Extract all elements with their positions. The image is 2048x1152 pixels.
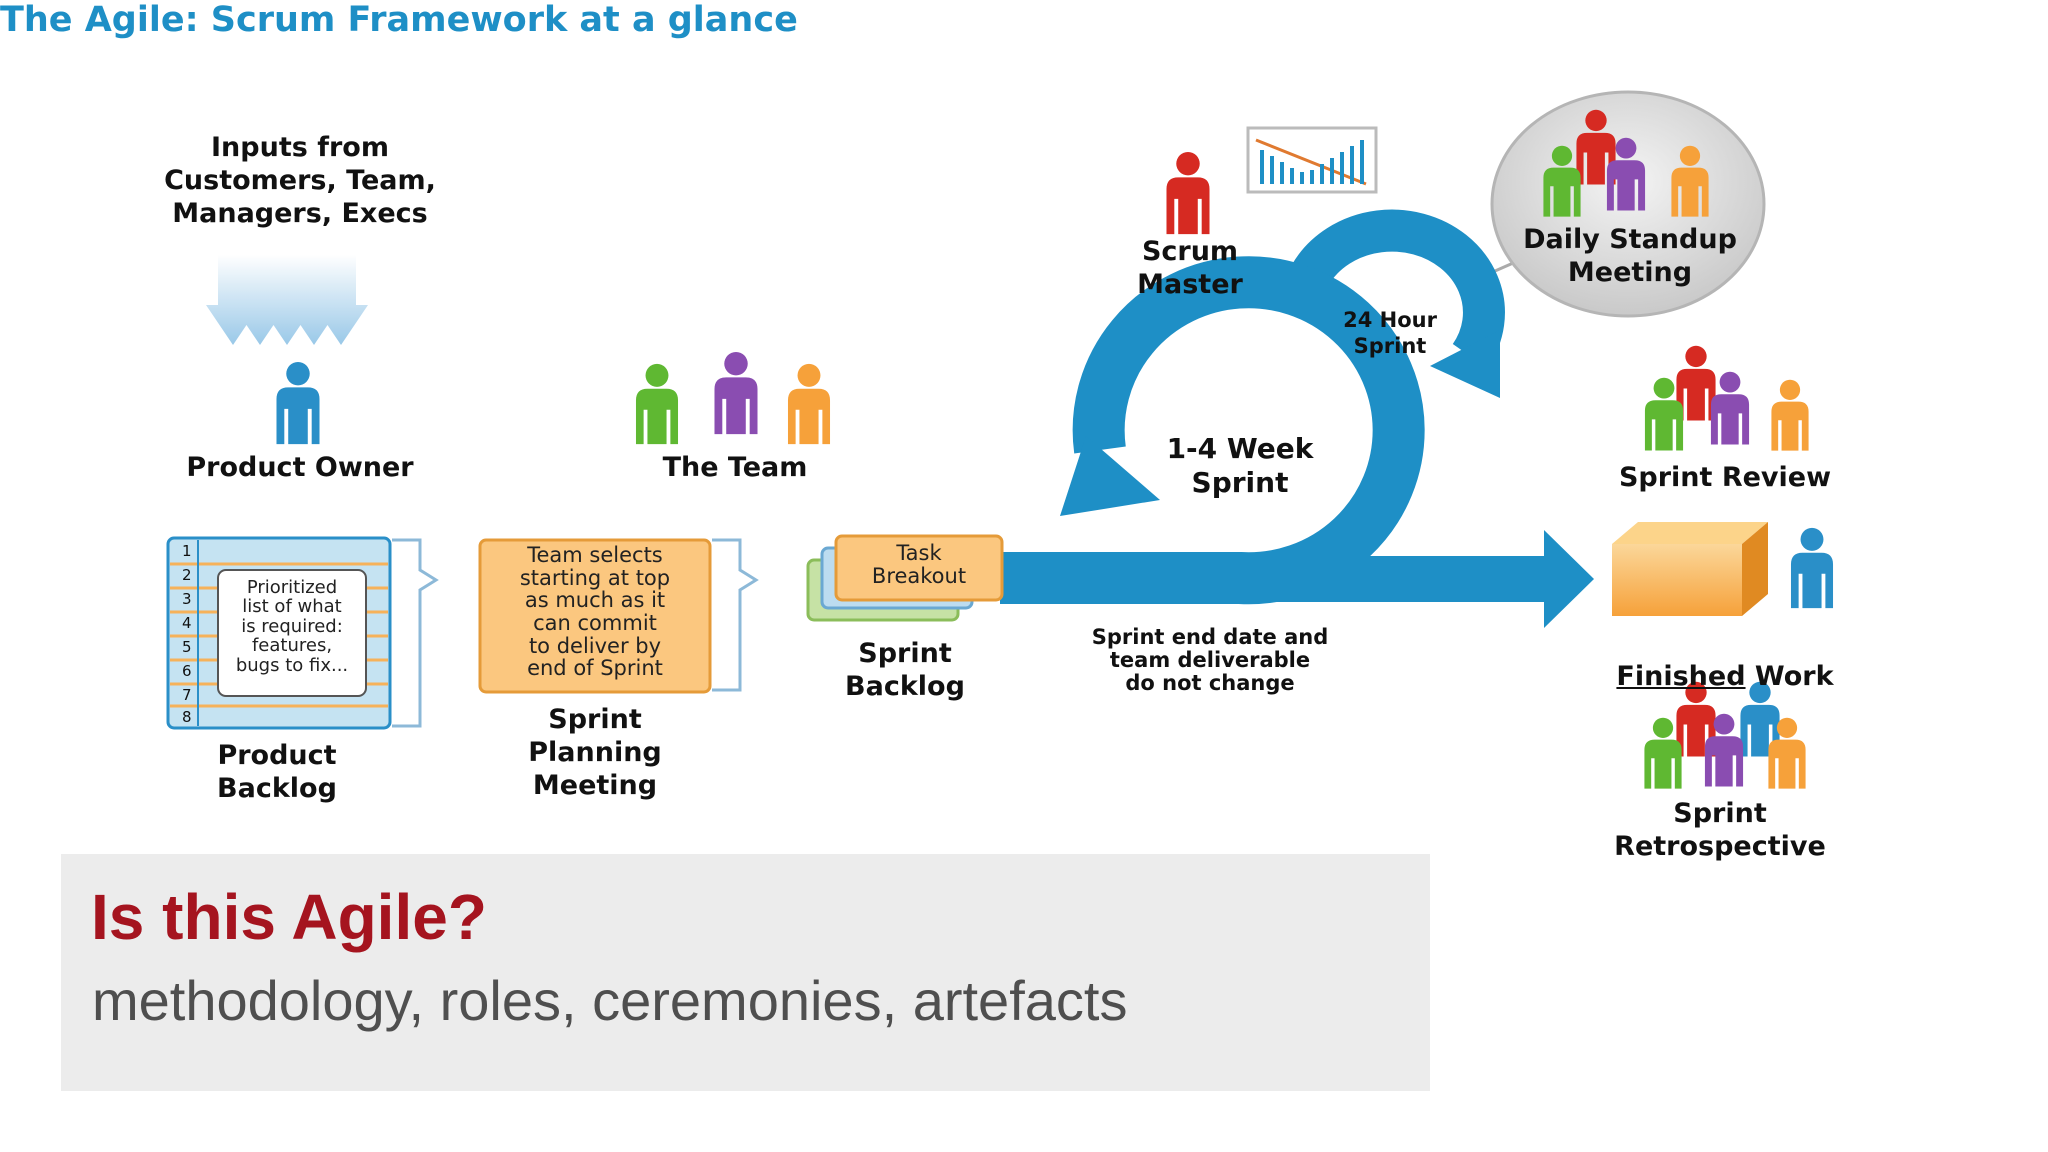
sprint-planning-note: Team selects starting at top as much as …	[519, 543, 671, 681]
backlog-row-number: 4	[182, 614, 192, 632]
1-4-week-sprint-label: 1-4 Week Sprint	[1166, 432, 1314, 500]
sprint-review-label: Sprint Review	[1618, 462, 1832, 493]
input-arrows-icon	[206, 255, 368, 345]
slide-subtitle: methodology, roles, ceremonies, artefact…	[92, 969, 1128, 1032]
slide-question: Is this Agile?	[91, 881, 487, 953]
finished-work-label: Finished Work	[1590, 628, 1860, 694]
product-backlog-list	[166, 536, 439, 730]
diagram-title: The Agile: Scrum Framework at a glance	[0, 0, 798, 40]
sprint-flow-arrow	[1000, 256, 1594, 628]
inputs-label: Inputs from Customers, Team, Managers, E…	[164, 132, 436, 229]
backlog-row-number: 6	[182, 662, 192, 680]
daily-standup-label: Daily Standup Meeting	[1523, 224, 1737, 288]
the-team-label: The Team	[662, 452, 808, 483]
product-owner-icon	[276, 361, 320, 445]
backlog-row-number: 2	[182, 566, 192, 584]
24-hour-loop-arrow	[1279, 209, 1505, 398]
sprint-review-team-icon	[1644, 345, 1809, 451]
product-owner-label: Product Owner	[186, 452, 414, 483]
scrum-master-label: Scrum Master	[1137, 236, 1243, 300]
backlog-row-number: 3	[182, 590, 192, 608]
backlog-note: Prioritized list of what is required: fe…	[235, 577, 349, 676]
product-backlog-label: Product Backlog	[217, 740, 337, 804]
scrum-master-icon	[1166, 151, 1210, 235]
finished-work-icon	[1612, 522, 1834, 616]
sprint-planning-box	[478, 538, 759, 694]
backlog-row-number: 8	[182, 708, 192, 726]
team-icon	[635, 351, 831, 445]
retrospective-team-icon	[1644, 681, 1806, 789]
sprint-backlog-label: Sprint Backlog	[845, 638, 965, 702]
backlog-row-number: 5	[182, 638, 192, 656]
sprint-planning-label: Sprint Planning Meeting	[528, 704, 662, 801]
sprint-retrospective-label: Sprint Retrospective	[1614, 798, 1826, 862]
burndown-chart-icon	[1246, 126, 1378, 194]
task-breakout-cards	[806, 534, 1004, 622]
24-hour-sprint-label: 24 Hour Sprint	[1343, 308, 1437, 358]
task-breakout-label: Task Breakout	[871, 541, 967, 588]
finished-word: Finished	[1616, 660, 1746, 692]
work-word: Work	[1745, 660, 1834, 692]
sprint-end-note: Sprint end date and team deliverable do …	[1091, 625, 1329, 696]
caption-panel	[61, 854, 1430, 1091]
backlog-row-number: 1	[182, 542, 192, 560]
backlog-row-number: 7	[182, 686, 192, 704]
